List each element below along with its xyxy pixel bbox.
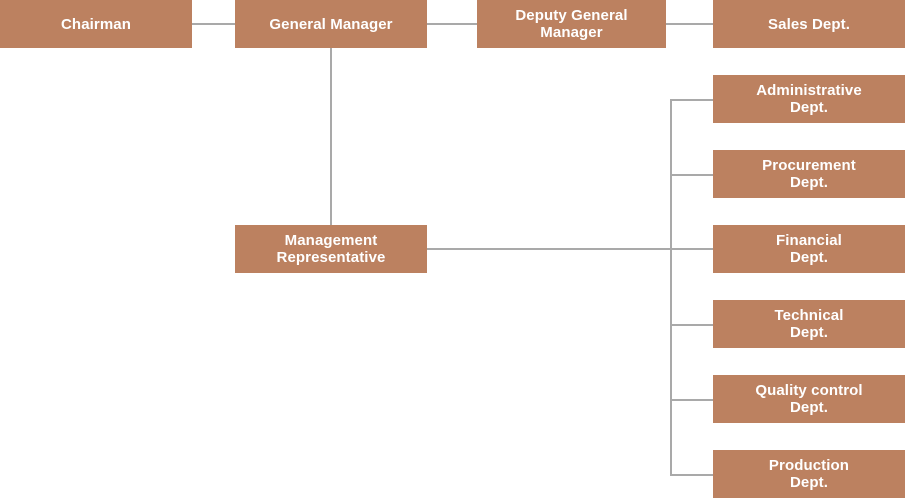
node-administrative-dept[interactable]: Administrative Dept. <box>713 75 905 123</box>
node-financial-dept-label: Financial Dept. <box>776 232 842 266</box>
node-production-dept-label: Production Dept. <box>768 457 850 491</box>
node-management-representative-label: Management Representative <box>276 232 386 266</box>
connector-branch-production-dept <box>670 474 713 476</box>
node-procurement-dept[interactable]: Procurement Dept. <box>713 150 905 198</box>
node-quality-control-dept-label: Quality control Dept. <box>755 382 863 416</box>
connector-branch-financial-dept <box>670 248 713 250</box>
node-chairman-label: Chairman <box>61 15 131 33</box>
connector-deputy-to-sales-dept <box>666 23 713 25</box>
connector-general-manager-to-deputy <box>427 23 477 25</box>
node-management-representative[interactable]: Management Representative <box>235 225 427 273</box>
node-deputy-general-manager-label: Deputy General Manager <box>515 7 628 41</box>
node-sales-dept-label: Sales Dept. <box>768 15 850 33</box>
connector-management-representative-to-trunk <box>427 248 713 250</box>
node-administrative-dept-label: Administrative Dept. <box>756 82 862 116</box>
connector-branch-technical-dept <box>670 324 713 326</box>
node-production-dept[interactable]: Production Dept. <box>713 450 905 498</box>
node-procurement-dept-label: Procurement Dept. <box>762 157 856 191</box>
node-general-manager[interactable]: General Manager <box>235 0 427 48</box>
node-deputy-general-manager[interactable]: Deputy General Manager <box>477 0 666 48</box>
connector-branch-administrative-dept <box>670 99 713 101</box>
node-financial-dept[interactable]: Financial Dept. <box>713 225 905 273</box>
connector-chairman-to-general-manager <box>192 23 235 25</box>
node-technical-dept-label: Technical Dept. <box>774 307 844 341</box>
node-sales-dept[interactable]: Sales Dept. <box>713 0 905 48</box>
connector-branch-procurement-dept <box>670 174 713 176</box>
connector-departments-trunk <box>670 99 672 476</box>
connector-branch-quality-control-dept <box>670 399 713 401</box>
connector-general-manager-trunk <box>330 48 332 225</box>
node-chairman[interactable]: Chairman <box>0 0 192 48</box>
node-technical-dept[interactable]: Technical Dept. <box>713 300 905 348</box>
node-general-manager-label: General Manager <box>269 15 393 33</box>
node-quality-control-dept[interactable]: Quality control Dept. <box>713 375 905 423</box>
